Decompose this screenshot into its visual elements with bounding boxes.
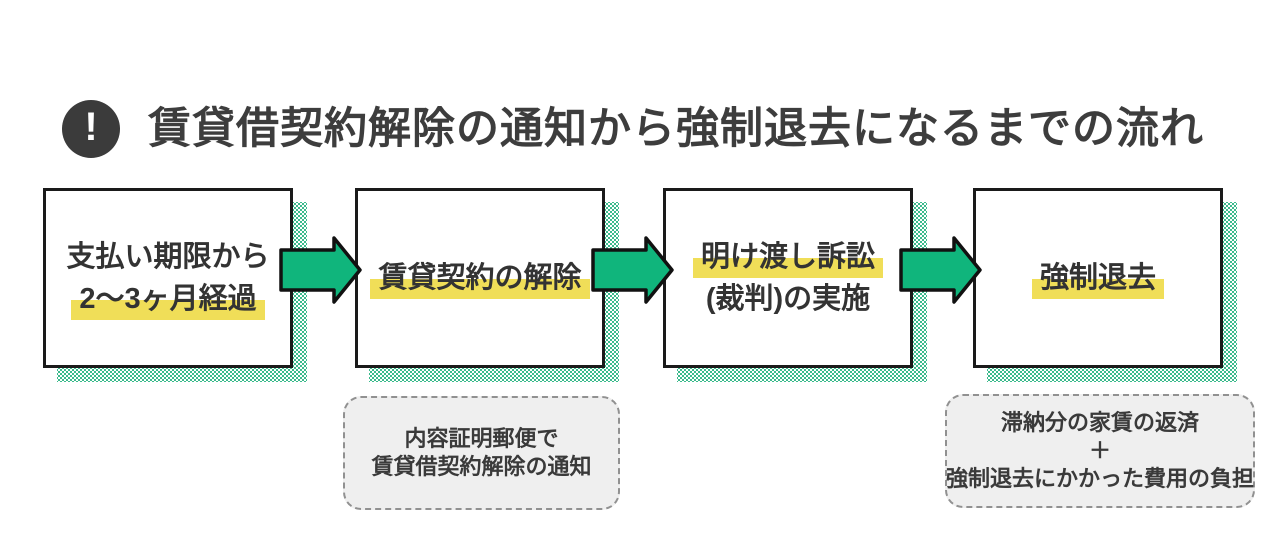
step-text-highlighted: 2〜3ヶ月経過 [71, 278, 265, 320]
flow-step-payment-overdue: 支払い期限から 2〜3ヶ月経過 [43, 188, 307, 382]
note-line: ＋ [1088, 438, 1111, 463]
step-text-highlighted: 賃貸契約の解除 [370, 257, 590, 299]
page-title: 賃貸借契約解除の通知から強制退去になるまでの流れ [148, 104, 1204, 153]
step-box: 支払い期限から 2〜3ヶ月経過 [43, 188, 293, 368]
step-text-highlighted: 強制退去 [1031, 257, 1164, 299]
note-line: 強制退去にかかった費用の負担 [946, 466, 1255, 491]
step-box: 強制退去 [973, 188, 1223, 368]
step-line: 強制退去 [1031, 257, 1164, 299]
note-line: 内容証明郵便で [404, 426, 559, 451]
flow-step-contract-termination: 賃貸契約の解除 [355, 188, 619, 382]
header: ! 賃貸借契約解除の通知から強制退去になるまでの流れ [62, 71, 1204, 187]
step-text-highlighted: 明け渡し訴訟 [692, 236, 883, 278]
flow-step-eviction-lawsuit: 明け渡し訴訟 (裁判)の実施 [663, 188, 927, 382]
step-line: 賃貸契約の解除 [370, 257, 590, 299]
step-box: 明け渡し訴訟 (裁判)の実施 [663, 188, 913, 368]
step-line: 支払い期限から [66, 236, 269, 278]
step-line: 明け渡し訴訟 [692, 236, 883, 278]
exclamation-icon: ! [62, 99, 120, 158]
note-line: 滞納分の家賃の返済 [1000, 410, 1199, 435]
arrow-right-icon [899, 236, 983, 304]
note-eviction-costs: 滞納分の家賃の返済 ＋ 強制退去にかかった費用の負担 [945, 394, 1255, 508]
arrow-right-icon [279, 236, 363, 304]
step-line: 2〜3ヶ月経過 [71, 278, 265, 320]
flow-step-forced-eviction: 強制退去 [973, 188, 1237, 382]
step-box: 賃貸契約の解除 [355, 188, 605, 368]
exclamation-glyph: ! [84, 104, 98, 149]
step-text: (裁判)の実施 [705, 283, 871, 315]
step-line: (裁判)の実施 [706, 278, 870, 320]
note-termination-notice: 内容証明郵便で 賃貸借契約解除の通知 [343, 396, 620, 510]
note-line: 賃貸借契約解除の通知 [371, 454, 592, 479]
step-text: 支払い期限から [66, 241, 270, 273]
arrow-right-icon [591, 236, 675, 304]
